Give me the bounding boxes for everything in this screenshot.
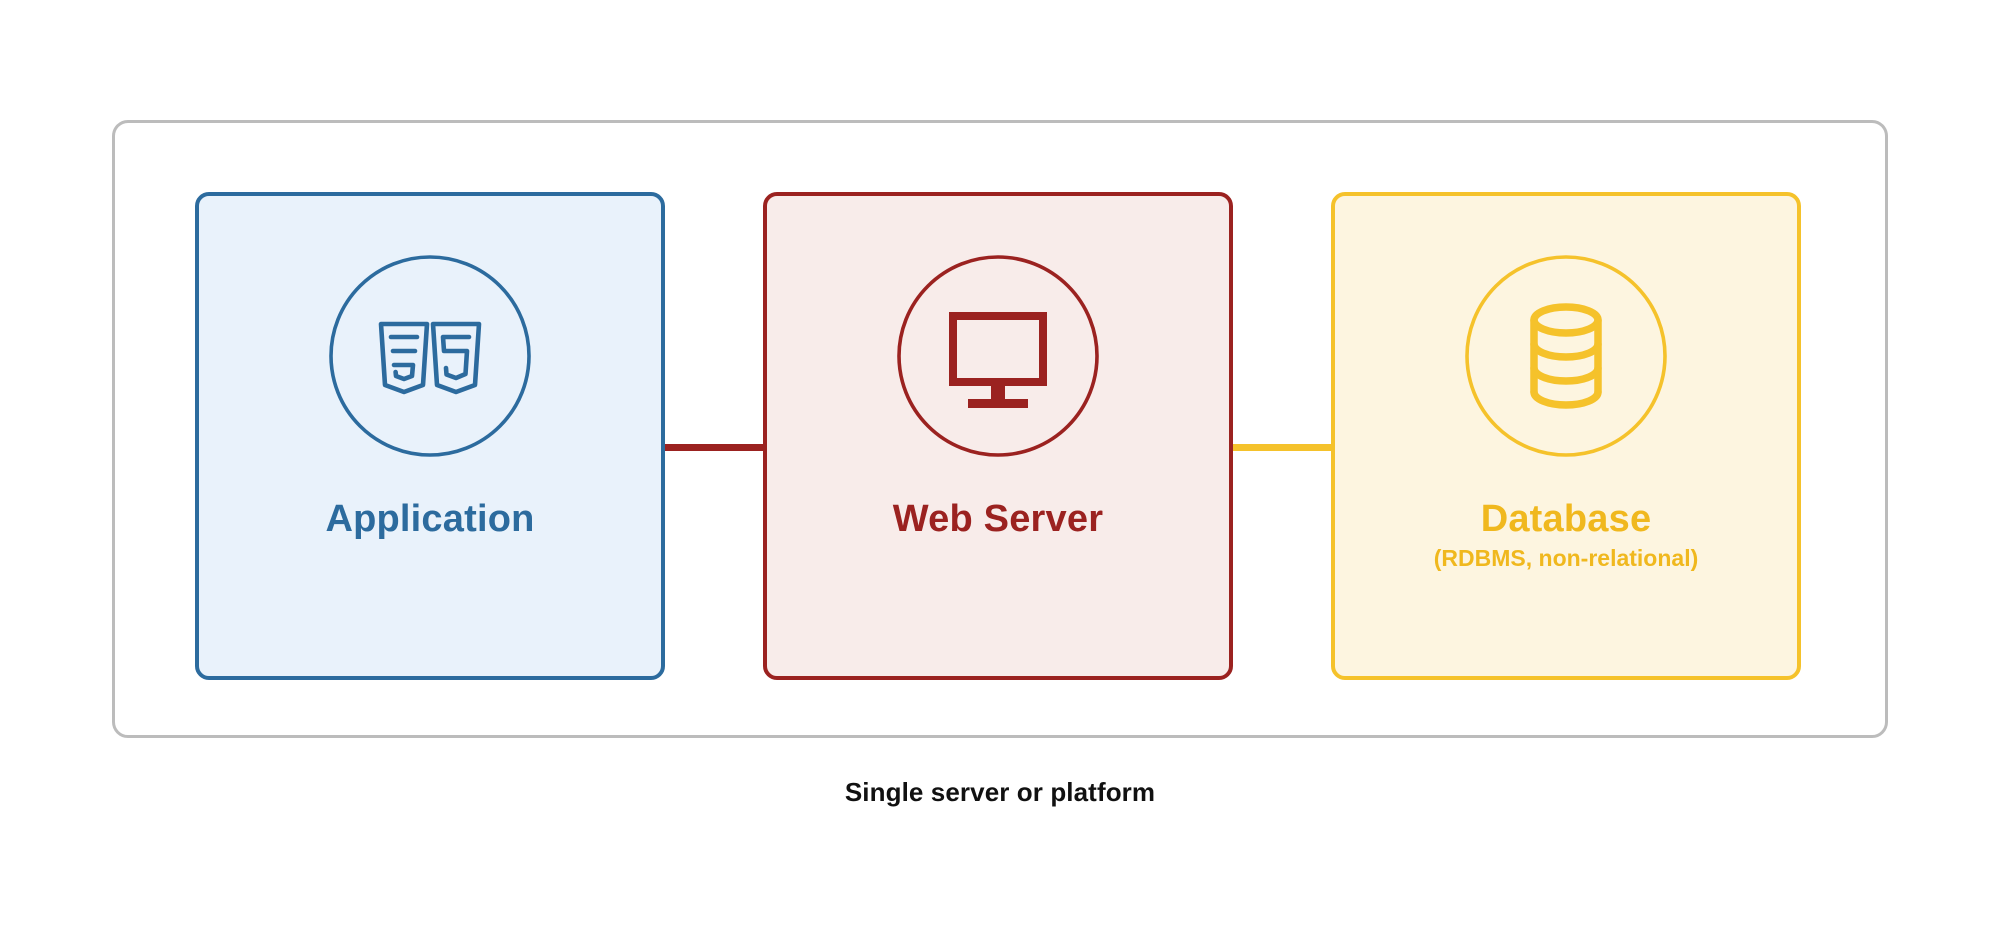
node-webserver-label: Web Server: [892, 498, 1104, 540]
diagram-caption: Single server or platform: [844, 777, 1156, 807]
node-webserver[interactable]: Web Server: [763, 192, 1233, 680]
node-database-label: Database: [1480, 498, 1652, 540]
desktop-monitor-icon: [897, 255, 1099, 457]
connector-application-to-webserver: [660, 444, 770, 451]
webserver-icon-wrap: [896, 254, 1100, 458]
node-application[interactable]: Application: [195, 192, 665, 680]
css3-html5-shields-icon: [329, 255, 531, 457]
database-cylinder-icon: [1465, 255, 1667, 457]
connector-webserver-to-database: [1228, 444, 1338, 451]
application-icon-wrap: [328, 254, 532, 458]
node-database-sublabel: (RDBMS, non-relational): [1433, 544, 1699, 571]
node-database[interactable]: Database (RDBMS, non-relational): [1331, 192, 1801, 680]
node-application-label: Application: [325, 498, 535, 540]
database-icon-wrap: [1464, 254, 1668, 458]
